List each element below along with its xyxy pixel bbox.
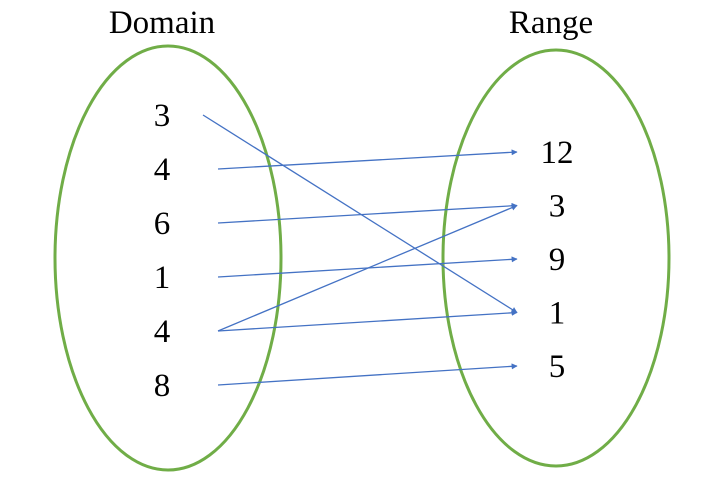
mapping-arrow [217, 204, 518, 332]
domain-value: 6 [154, 206, 171, 242]
range-value: 1 [549, 296, 566, 332]
domain-values: 3 4 6 1 4 8 [154, 98, 171, 404]
range-oval [441, 48, 671, 468]
mapping-arrow [217, 202, 518, 224]
mapping-arrows [202, 114, 518, 386]
range-value: 5 [549, 349, 566, 385]
mapping-arrow [202, 114, 518, 314]
domain-value: 8 [154, 368, 171, 404]
domain-value: 1 [154, 260, 171, 296]
range-value: 9 [549, 242, 566, 278]
domain-value: 4 [154, 152, 171, 188]
mapping-arrow [217, 363, 518, 386]
domain-title: Domain [109, 5, 215, 41]
range-title: Range [509, 5, 593, 41]
mapping-arrow [217, 309, 518, 332]
range-value: 12 [541, 135, 574, 171]
range-value: 3 [549, 189, 566, 225]
domain-oval [53, 44, 283, 472]
domain-value: 4 [154, 314, 171, 350]
domain-value: 3 [154, 98, 171, 134]
mapping-arrow [217, 149, 518, 170]
